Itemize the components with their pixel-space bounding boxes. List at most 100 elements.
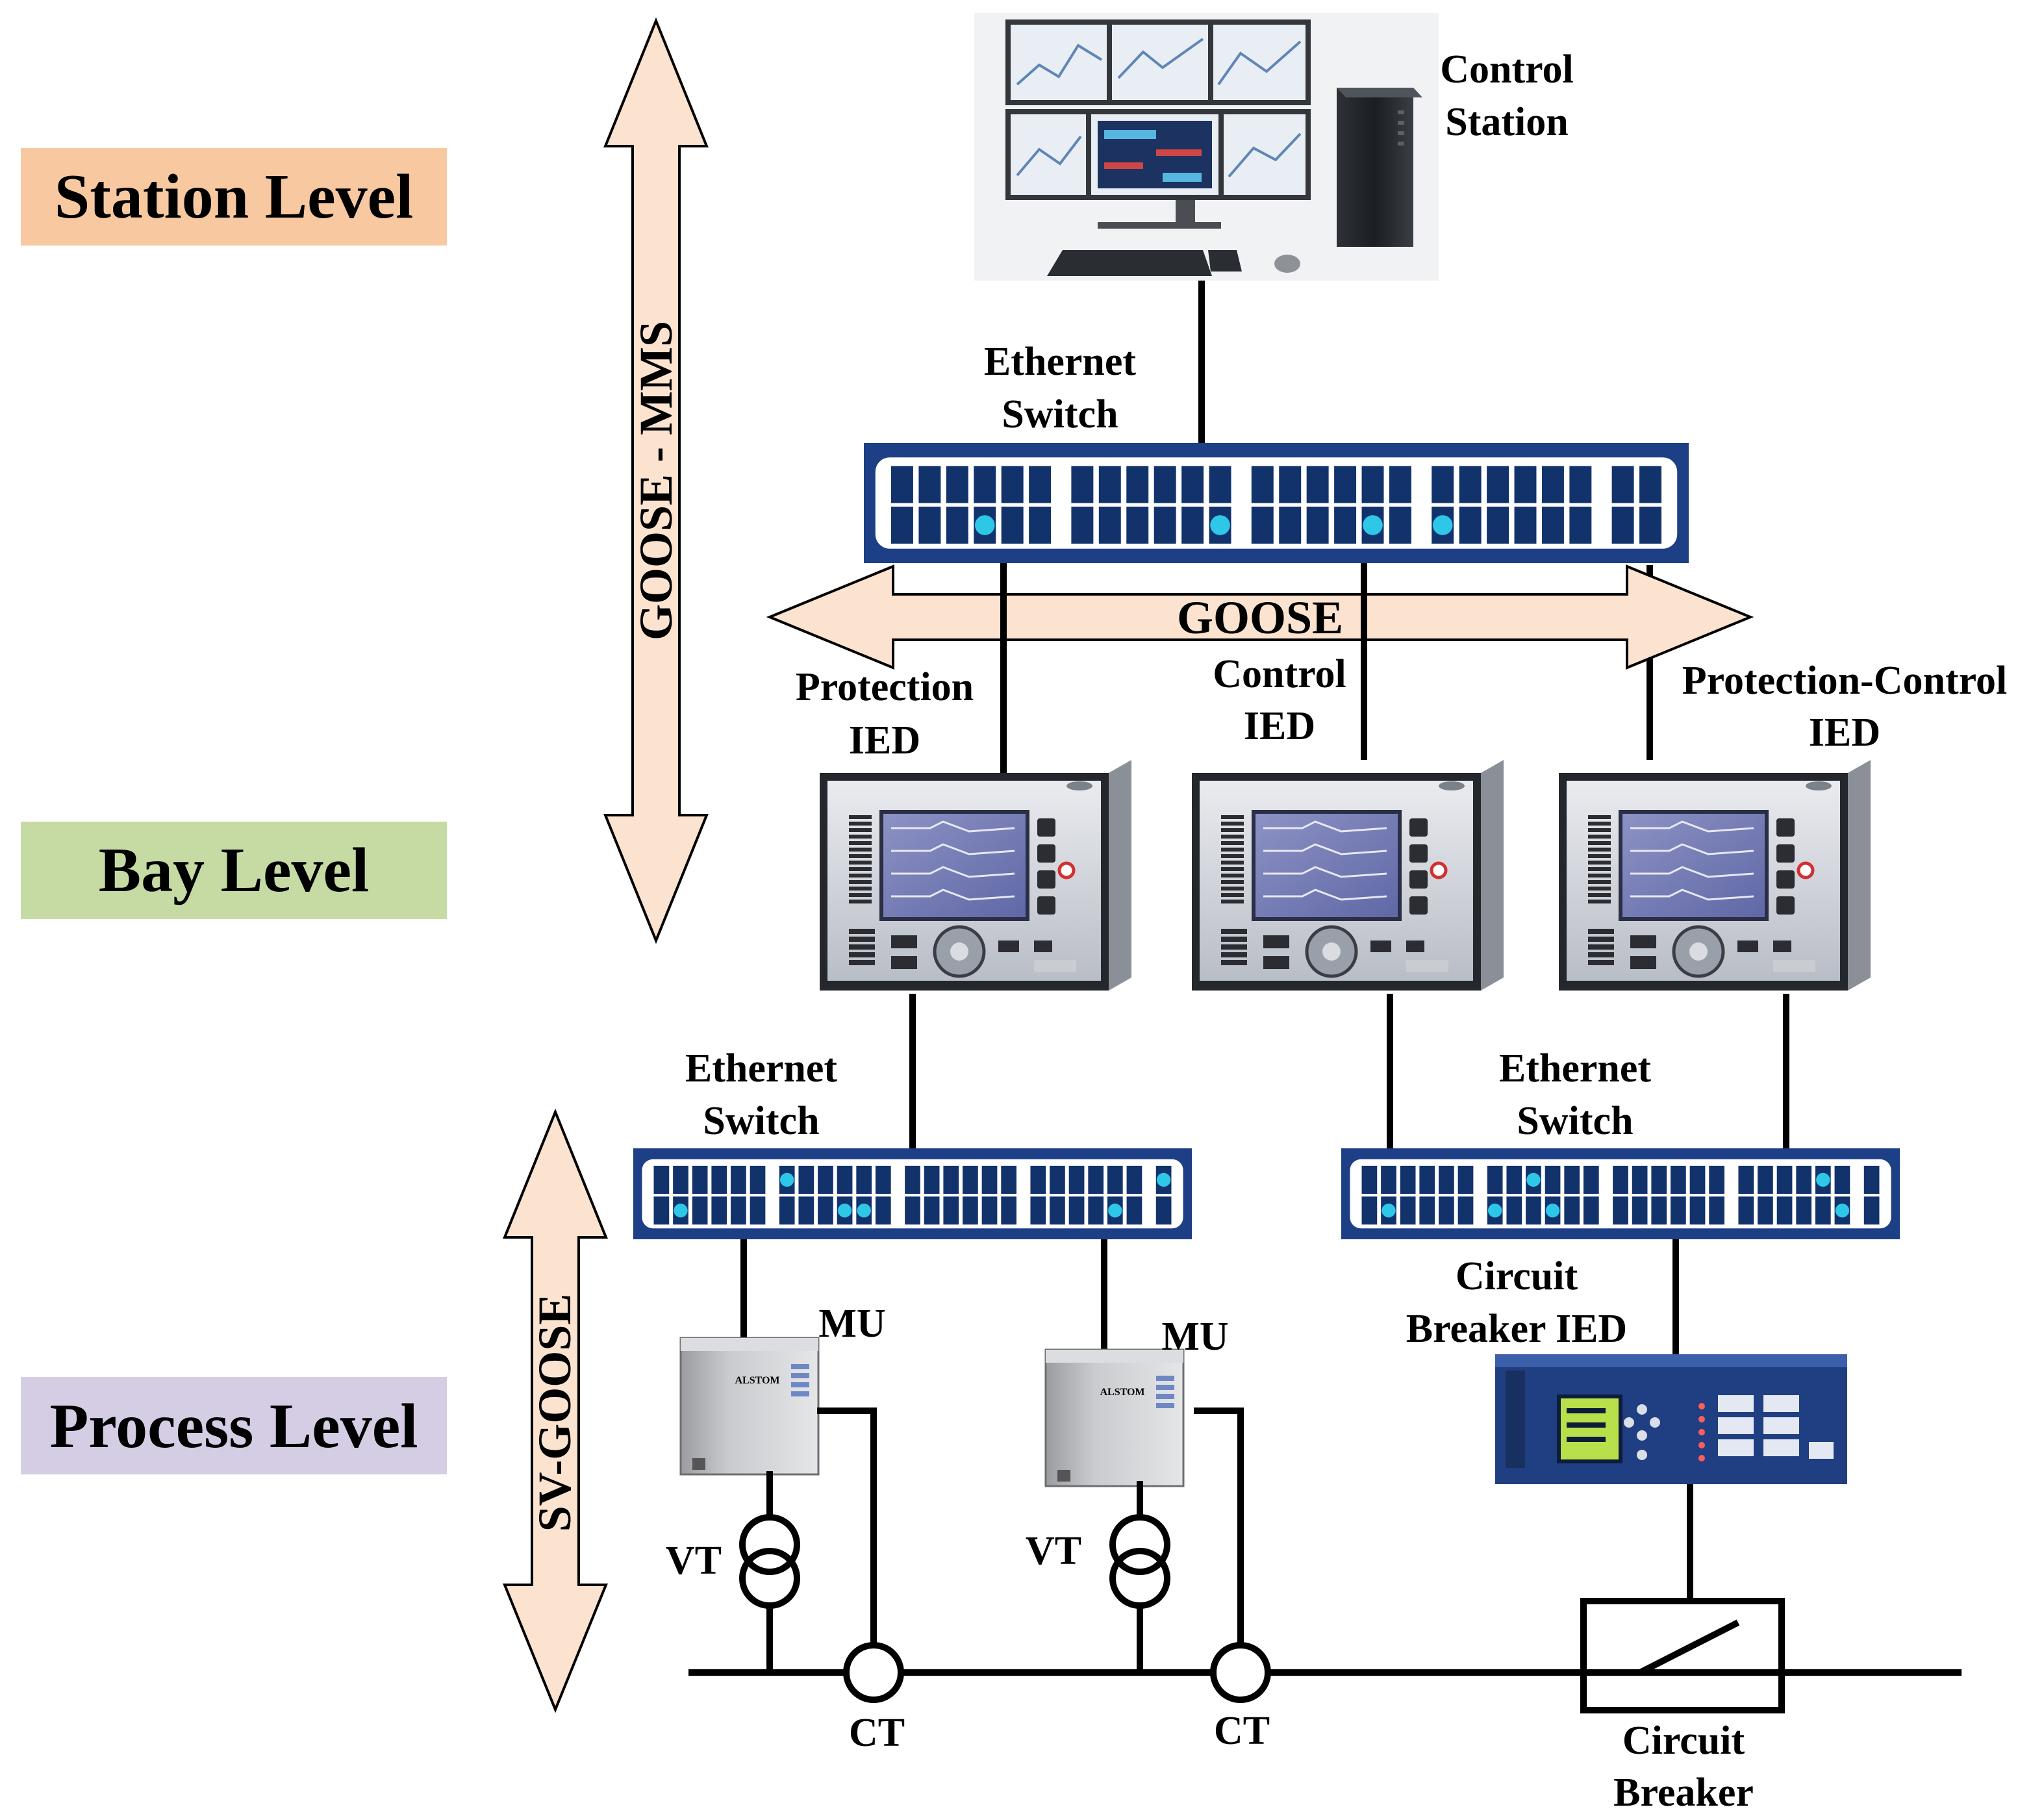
port-led-icon: [837, 1204, 852, 1218]
switch-port: [1181, 466, 1204, 503]
switch-port: [1639, 507, 1662, 544]
cb-ied-label-1: Circuit: [1456, 1254, 1578, 1298]
switch-port: [731, 1165, 746, 1194]
switch-port: [1068, 1196, 1085, 1225]
switch-port: [1569, 507, 1592, 544]
sv-goose-text: SV-GOOSE: [529, 1294, 581, 1532]
ied-key: [1409, 870, 1428, 889]
switch-port: [875, 1165, 891, 1194]
switch-port: [673, 1165, 688, 1194]
goose-mms-arrow: GOOSE - MMS: [603, 17, 709, 944]
bay-level-label: Bay Level: [21, 822, 447, 919]
switch-port: [1671, 1165, 1686, 1194]
switch-port: [1361, 1165, 1378, 1194]
switch-port: [963, 1165, 978, 1194]
switch-port: [1709, 1196, 1724, 1225]
switch-port: [1279, 466, 1302, 503]
switch-port: [1506, 1196, 1522, 1225]
switch-left-label-2: Switch: [703, 1099, 819, 1143]
switch-port: [1564, 1196, 1580, 1225]
switch-port: [1776, 1196, 1793, 1225]
switch-port: [1796, 1196, 1812, 1225]
switch-port: [1001, 466, 1024, 503]
switch-port: [1564, 1165, 1580, 1194]
merging-unit-1: ALSTOM: [679, 1337, 820, 1476]
switch-port: [1541, 507, 1564, 544]
merging-unit-2: ALSTOM: [1044, 1348, 1185, 1487]
switch-port: [918, 507, 941, 544]
switch-port: [1439, 1196, 1454, 1225]
switch-port: [1709, 1165, 1724, 1194]
goose-text: GOOSE: [1177, 592, 1343, 644]
switch-port: [1107, 1165, 1123, 1194]
switch-port: [1306, 507, 1329, 544]
switch-port: [890, 507, 913, 544]
switch-port: [798, 1165, 814, 1194]
switch-port: [653, 1196, 670, 1225]
port-led-icon: [1108, 1204, 1122, 1218]
switch-port: [1834, 1165, 1850, 1194]
switch-port: [1030, 1165, 1046, 1194]
switch-port: [1050, 1196, 1065, 1225]
protection-ied-device: [820, 760, 1131, 991]
ied-key: [1776, 818, 1795, 837]
switch-port: [798, 1196, 814, 1225]
port-led-icon: [1432, 515, 1453, 535]
switch-port: [1487, 1165, 1503, 1194]
switch-port: [1689, 1196, 1706, 1225]
port-led-icon: [674, 1204, 688, 1218]
port-led-icon: [1210, 515, 1230, 535]
switch-port: [1671, 1196, 1686, 1225]
switch-port: [692, 1165, 708, 1194]
ied-key: [1037, 870, 1055, 889]
switch-port: [1029, 466, 1052, 503]
port-led-icon: [1816, 1172, 1830, 1187]
breaker-label-1: Circuit: [1622, 1719, 1745, 1763]
switch-port: [1738, 1165, 1754, 1194]
port-led-icon: [780, 1172, 794, 1187]
switch-right-body: [1341, 1148, 1900, 1239]
switch-port: [1126, 466, 1149, 503]
switch-port: [1389, 507, 1411, 544]
goose-mms-text: GOOSE - MMS: [630, 321, 682, 640]
ied-key: [1776, 870, 1795, 889]
process-level-label: Process Level: [21, 1377, 447, 1474]
switch-port: [1639, 466, 1662, 503]
switch-port: [905, 1165, 920, 1194]
switch-port: [711, 1196, 727, 1225]
switch-port: [856, 1165, 872, 1194]
switch-port: [692, 1196, 708, 1225]
switch-port: [1611, 507, 1634, 544]
goose-arrow-crossings: [1000, 594, 1367, 640]
station-level-label: Station Level: [21, 148, 447, 246]
ied-key: [1037, 896, 1055, 915]
switch-port: [1457, 1165, 1474, 1194]
port-led-icon: [1363, 515, 1383, 535]
control-station-label-1: Control: [1440, 47, 1574, 92]
switch-port: [1583, 1196, 1599, 1225]
bay-level-text: Bay Level: [99, 835, 369, 905]
station-level-text: Station Level: [55, 162, 414, 232]
switch-port: [1279, 507, 1302, 544]
switch-port: [905, 1196, 920, 1225]
mu-wiring: [766, 1408, 1244, 1673]
ct-1-label: CT: [849, 1711, 905, 1755]
switch-port: [1863, 1196, 1880, 1225]
switch-port: [946, 507, 968, 544]
switch-port: [1613, 1196, 1628, 1225]
port-led-icon: [1835, 1204, 1850, 1218]
control-ied-label-2: IED: [1244, 704, 1315, 748]
switch-port: [1126, 1196, 1142, 1225]
switch-port: [1068, 1165, 1085, 1194]
switch-port: [1439, 1165, 1454, 1194]
switch-port: [1613, 1165, 1628, 1194]
switch-port: [1541, 466, 1564, 503]
switch-port: [924, 1196, 940, 1225]
protection-control-ied-label-1: Protection-Control: [1682, 659, 2007, 703]
switch-top-label-1: Ethernet: [984, 340, 1137, 384]
switch-port: [943, 1196, 959, 1225]
ied-key: [1776, 844, 1795, 863]
switch-port: [1001, 1165, 1016, 1194]
switch-port: [1154, 507, 1176, 544]
